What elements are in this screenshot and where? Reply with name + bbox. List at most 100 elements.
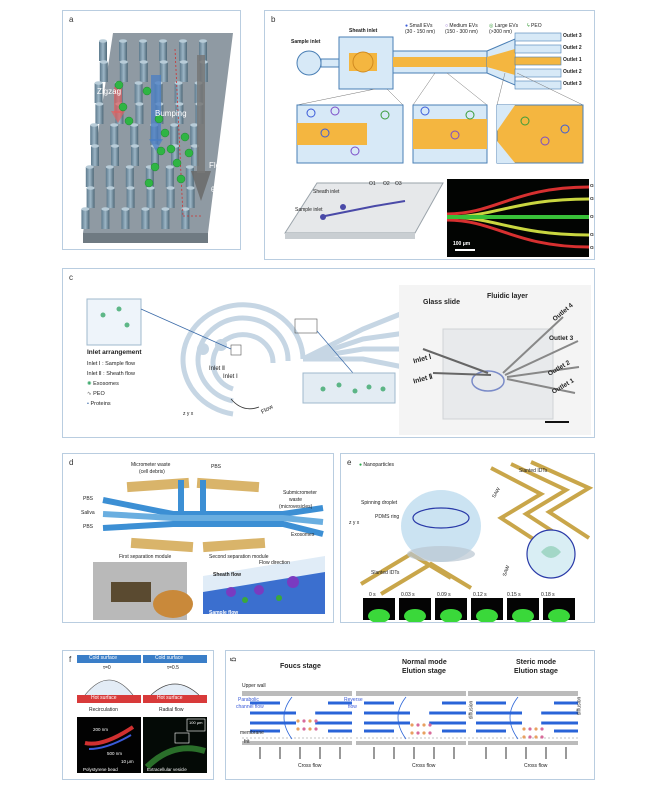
micrometer-waste-label: Micrometer waste: [131, 462, 171, 468]
pillar: [151, 146, 159, 166]
upper-wall: [468, 691, 578, 696]
membrane-label: membrane: [240, 730, 264, 736]
upper-wall: [356, 691, 466, 696]
pillar-top: [185, 165, 194, 169]
device-o3: O3: [395, 181, 402, 187]
spiral-channel-diagram: [86, 285, 591, 435]
time-label-2: 0.09 s: [437, 592, 451, 598]
analyte-particle: [314, 727, 318, 731]
ev-particle: [450, 130, 460, 140]
time-label-0: 0 s: [369, 592, 376, 598]
legend-large-evs: ◎ Large EVs(>300 nm): [489, 23, 519, 35]
elution-stage-title-1: Elution stage: [402, 668, 446, 675]
flow-label: Flow: [209, 161, 226, 170]
panel-label-f: f: [69, 655, 72, 664]
particle: [150, 162, 160, 172]
pillar-top: [174, 81, 183, 85]
analyte-particle: [422, 731, 426, 735]
spinning-droplet-label: Spinning droplet: [361, 500, 398, 506]
panel-f: f Cold surface Cold surface Hot surface …: [62, 650, 214, 780]
cross-flow-label-0: Cross flow: [298, 763, 322, 769]
pillar: [119, 41, 127, 61]
particle: [124, 116, 134, 126]
analyte-particle: [296, 719, 300, 723]
particle: [172, 158, 182, 168]
pillar-top: [121, 207, 130, 211]
exosomes-label-d: Exosomes: [291, 532, 315, 538]
peo-icon: ∿: [87, 391, 92, 397]
microvesicles-label: (microvesicles): [279, 504, 313, 510]
first-module-label: First separation module: [119, 554, 172, 560]
pillar: [191, 146, 199, 166]
pillar-top: [170, 123, 179, 127]
elution-stage-title-2: Elution stage: [514, 668, 558, 675]
analyte-particle: [302, 727, 306, 731]
pillar-top: [85, 165, 94, 169]
analyte-particle: [522, 727, 526, 731]
parabolic-label: Parabolic: [238, 697, 259, 703]
droplet: [548, 609, 570, 622]
submicrometer-waste-label: Submicrometer: [283, 490, 317, 496]
outlet-channel: [514, 32, 562, 42]
panel-g: g Foucs stage Normal mode Elution stage …: [225, 650, 595, 780]
pillar: [170, 125, 179, 145]
ev-particle: [330, 106, 340, 116]
pillar: [139, 41, 147, 61]
pillar: [175, 104, 184, 124]
sample-inlet-label: Sample inlet: [291, 39, 321, 45]
inlet-arrangement-label: Inlet arrangement: [87, 349, 142, 356]
pillar-top: [175, 102, 184, 106]
ev-particle: [380, 110, 390, 120]
ev-particle: [465, 110, 475, 120]
reverse-flow-label-2: flow: [348, 704, 357, 710]
outlet-channel: [514, 68, 562, 78]
glass-slide-label: Glass slide: [423, 299, 460, 306]
pillar-top: [131, 144, 139, 148]
pillar-top: [179, 60, 188, 64]
exosomes-legend: ✺ Exosomes: [87, 381, 119, 387]
exosome-particle: [366, 384, 372, 390]
tau05-label: τ=0.5: [167, 665, 179, 671]
tau0-label: τ=0: [103, 665, 111, 671]
pillar: [134, 83, 143, 103]
pillar-top: [119, 39, 127, 43]
focus-stage-title: Foucs stage: [280, 663, 321, 670]
pillar-top: [126, 186, 135, 190]
time-label-3: 0.12 s: [473, 592, 487, 598]
protein-icon: •: [87, 401, 89, 407]
panel-label-d: d: [69, 458, 74, 467]
parabolic-profile: [397, 696, 407, 740]
polystyrene-label: Polystyrene bead: [83, 767, 118, 772]
pillar: [99, 41, 107, 61]
membrane: [242, 741, 352, 745]
ev-particle: [520, 116, 530, 126]
pillar: [95, 104, 104, 124]
sheath-flow-label: Sheath flow: [213, 572, 242, 578]
diffusion-label-1: diffusion: [468, 700, 475, 720]
panel-label-b: b: [271, 15, 276, 24]
outlet-label-1: Outlet 2: [563, 45, 582, 51]
particle: [180, 132, 190, 142]
analyte-particle: [522, 735, 526, 739]
outlet-label-3: Outlet 2: [563, 69, 582, 75]
pillar: [171, 146, 179, 166]
inlet1-legend: Inlet Ⅰ : Sample flow: [87, 361, 136, 367]
pillar-top: [125, 165, 134, 169]
pillar-top: [159, 60, 168, 64]
pbs1-label: PBS: [83, 496, 94, 502]
fluor-label-1: O2: [590, 196, 594, 201]
second-module-label: Second separation module: [209, 554, 269, 560]
inlet2-legend: Inlet Ⅱ : Sheath flow: [87, 371, 135, 377]
analyte-particle: [528, 727, 532, 731]
pillar-top: [186, 186, 195, 190]
exosome-icon: ✺: [87, 381, 92, 387]
analyte-particle: [296, 727, 300, 731]
panel-d: d Micrometer waste (cell debris) PBS PBS…: [62, 453, 334, 623]
two-stage-separation-diagram: [93, 477, 325, 620]
pillar: [165, 167, 174, 187]
panel-b: b: [264, 10, 595, 260]
inlet-ii-label: Inlet Ⅱ: [209, 366, 225, 372]
pillar-top: [161, 207, 170, 211]
ev-particle: [320, 128, 330, 138]
pillar: [99, 62, 108, 82]
